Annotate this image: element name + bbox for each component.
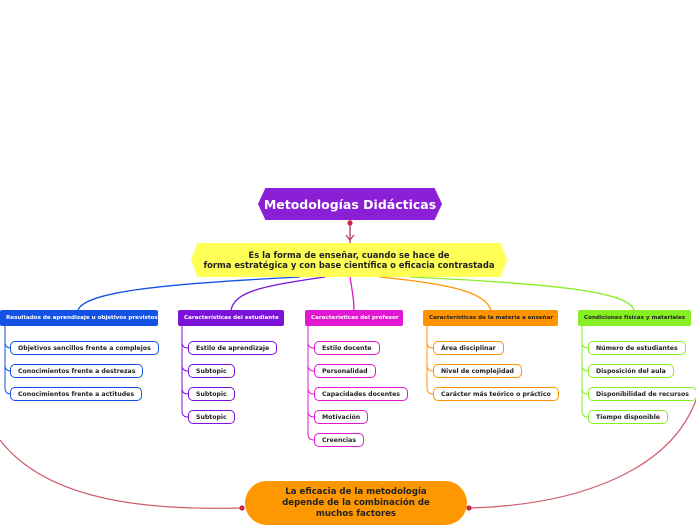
subtopic-item[interactable]: Subtopic	[188, 387, 235, 401]
subtopic-item[interactable]: Creencias	[314, 433, 365, 447]
subtopic-label: Tiempo disponible	[596, 413, 661, 421]
conclusion-node[interactable]: La eficacia de la metodología depende de…	[245, 481, 467, 525]
definition-line-1: Es la forma de enseñar, cuando se hace d…	[248, 250, 450, 260]
central-topic[interactable]: Metodologías Didácticas	[258, 188, 442, 220]
category-label: Condiciones físicas y materiales	[584, 315, 686, 321]
subtopic-item[interactable]: Capacidades docentes	[314, 387, 408, 401]
category-label: Características del profesor	[311, 315, 399, 321]
category-caracteristicas-estudiante[interactable]: Características del estudiante	[178, 310, 284, 326]
subtopic-item[interactable]: Motivación	[314, 410, 369, 424]
conclusion-line-1: La eficacia de la metodología	[285, 487, 427, 497]
subtopic-label: Creencias	[322, 436, 357, 444]
subtopic-item[interactable]: Conocimientos frente a actitudes	[10, 387, 143, 401]
subtopic-item[interactable]: Área disciplinar	[433, 341, 504, 355]
subtopic-item[interactable]: Disponibilidad de recursos	[588, 387, 696, 401]
subtopic-item[interactable]: Estilo docente	[314, 341, 380, 355]
category-label: Características del estudiante	[184, 315, 279, 321]
subtopic-item[interactable]: Subtopic	[188, 410, 235, 424]
category-caracteristicas-materia[interactable]: Características de la materia a enseñar	[423, 310, 558, 326]
subtopic-label: Disposición del aula	[596, 367, 666, 375]
subtopic-item[interactable]: Subtopic	[188, 364, 235, 378]
subtopic-item[interactable]: Estilo de aprendizaje	[188, 341, 278, 355]
subtopic-label: Subtopic	[196, 390, 227, 398]
subtopic-label: Personalidad	[322, 367, 368, 375]
subtopic-item[interactable]: Tiempo disponible	[588, 410, 669, 424]
subtopic-item[interactable]: Conocimientos frente a destrezas	[10, 364, 144, 378]
definition-node[interactable]: Es la forma de enseñar, cuando se hace d…	[191, 243, 507, 277]
category-caracteristicas-profesor[interactable]: Características del profesor	[305, 310, 403, 326]
category-label: Características de la materia a enseñar	[429, 315, 554, 321]
category-condiciones-fisicas[interactable]: Condiciones físicas y materiales	[578, 310, 691, 326]
subtopic-item[interactable]: Objetivos sencillos frente a complejos	[10, 341, 159, 355]
conclusion-line-3: muchos factores	[315, 509, 397, 519]
subtopic-label: Nivel de complejidad	[441, 367, 514, 375]
subtopic-item[interactable]: Carácter más teórico o práctico	[433, 387, 559, 401]
central-topic-label: Metodologías Didácticas	[263, 196, 437, 212]
subtopic-label: Subtopic	[196, 367, 227, 375]
subtopic-item[interactable]: Personalidad	[314, 364, 376, 378]
subtopic-label: Objetivos sencillos frente a complejos	[18, 344, 151, 352]
subtopic-item[interactable]: Disposición del aula	[588, 364, 674, 378]
subtopic-label: Área disciplinar	[441, 344, 496, 352]
subtopic-label: Carácter más teórico o práctico	[441, 390, 551, 398]
subtopic-label: Conocimientos frente a actitudes	[18, 390, 135, 398]
conclusion-line-2: depende de la combinación de	[282, 498, 430, 508]
subtopic-label: Estilo de aprendizaje	[196, 344, 270, 352]
subtopic-label: Conocimientos frente a destrezas	[18, 367, 136, 375]
subtopic-label: Número de estudiantes	[596, 344, 678, 352]
category-resultados-aprendizaje[interactable]: Resultados de aprendizaje u objetivos pr…	[0, 310, 158, 326]
definition-line-2: forma estratégica y con base científica …	[203, 260, 495, 270]
subtopic-label: Estilo docente	[322, 344, 372, 352]
subtopic-label: Subtopic	[196, 413, 227, 421]
subtopic-label: Motivación	[322, 413, 361, 421]
subtopic-label: Capacidades docentes	[322, 390, 400, 398]
subtopic-item[interactable]: Número de estudiantes	[588, 341, 686, 355]
subtopic-label: Disponibilidad de recursos	[596, 390, 689, 398]
category-label: Resultados de aprendizaje u objetivos pr…	[6, 315, 158, 321]
subtopic-item[interactable]: Nivel de complejidad	[433, 364, 522, 378]
